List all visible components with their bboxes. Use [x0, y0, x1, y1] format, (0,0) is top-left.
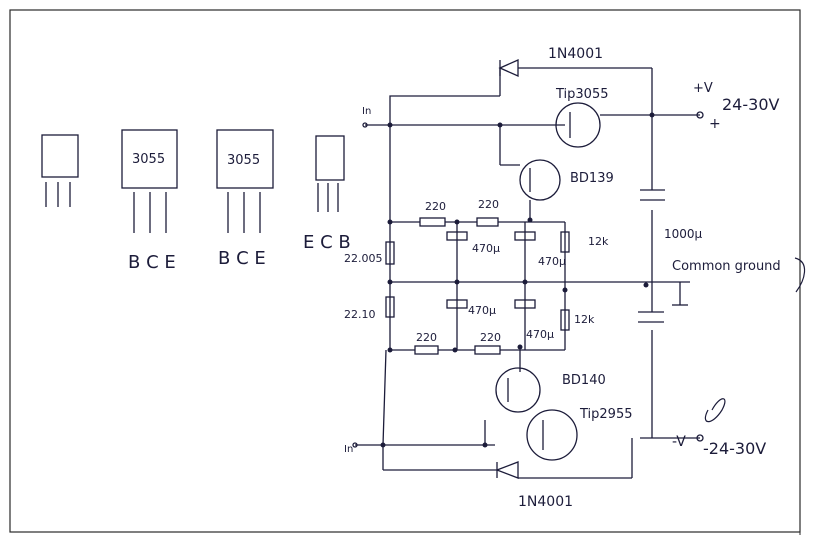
- package-1: [41, 134, 79, 207]
- label-vminus: -V: [672, 434, 686, 450]
- label-diode-bottom: 1N4001: [518, 494, 573, 510]
- junction-dots: [380, 112, 655, 448]
- pin-labels: 3055 3055 B C E B C E E C B: [128, 152, 351, 273]
- resistor-22-005: [385, 241, 395, 265]
- label-bd140: BD140: [562, 373, 606, 388]
- label-c470-c: 470µ: [468, 304, 496, 317]
- label-c470-a: 470µ: [472, 242, 500, 255]
- package-3: [216, 129, 274, 233]
- terminal-in-bottom: [352, 442, 358, 448]
- transistor-packages: [41, 129, 345, 233]
- resistor-220-d: [474, 345, 501, 355]
- resistor-12k-b: [560, 309, 570, 331]
- resistor-12k-a: [560, 231, 570, 253]
- label-r22-10: 22.10: [344, 308, 376, 321]
- resistor-220-c: [414, 345, 439, 355]
- components: [352, 58, 704, 479]
- label-vminus-range: -24-30V: [703, 439, 766, 458]
- label-r12k-a: 12k: [588, 235, 609, 248]
- resistor-220-b: [476, 217, 499, 227]
- label-tip3055: Tip3055: [555, 87, 609, 102]
- pkg-label-1: 3055: [132, 152, 165, 167]
- resistor-22-10: [385, 296, 395, 318]
- label-tip2955: Tip2955: [579, 407, 633, 422]
- transistor-tip3055: [555, 102, 601, 148]
- label-r220-a: 220: [425, 200, 446, 213]
- package-4: [315, 135, 345, 212]
- capacitors: [446, 189, 665, 323]
- terminal-vplus: [696, 111, 704, 119]
- label-vplus-range: 24-30V: [722, 95, 779, 114]
- label-c470-d: 470µ: [526, 328, 554, 341]
- transistor-tip2955: [526, 409, 578, 461]
- diode-top: [498, 58, 519, 78]
- terminal-vminus: [696, 434, 704, 442]
- pin-label-ecb: E C B: [303, 232, 351, 253]
- pin-label-bce-1: B C E: [128, 252, 176, 273]
- label-r12k-b: 12k: [574, 313, 595, 326]
- label-diode-top: 1N4001: [548, 46, 603, 62]
- label-in-bottom: In: [344, 444, 353, 455]
- label-c470-b: 470µ: [538, 255, 566, 268]
- label-r220-c: 220: [416, 331, 437, 344]
- label-common-ground: Common ground: [672, 259, 781, 274]
- component-labels: 1N4001 1N4001 Tip3055 BD139 BD140 Tip295…: [344, 46, 781, 510]
- label-bd139: BD139: [570, 171, 614, 186]
- label-r22-005: 22.005: [344, 252, 383, 265]
- label-in-top: In: [362, 106, 371, 117]
- transistor-bd139: [519, 159, 561, 201]
- label-vplus: +V: [693, 81, 713, 96]
- pin-label-bce-2: B C E: [218, 248, 266, 269]
- package-2: [121, 129, 178, 233]
- terminal-in-top: [362, 122, 368, 128]
- label-r220-b: 220: [478, 198, 499, 211]
- pkg-label-2: 3055: [227, 153, 260, 168]
- label-r220-d: 220: [480, 331, 501, 344]
- label-plus: +: [709, 116, 721, 132]
- label-cap-1000u: 1000µ: [664, 227, 703, 241]
- pen-scribble-marks: [704, 257, 806, 423]
- diode-bottom: [495, 461, 519, 479]
- circuit-wires: [355, 67, 700, 479]
- resistor-220-a: [419, 217, 446, 227]
- transistor-bd140: [495, 367, 541, 413]
